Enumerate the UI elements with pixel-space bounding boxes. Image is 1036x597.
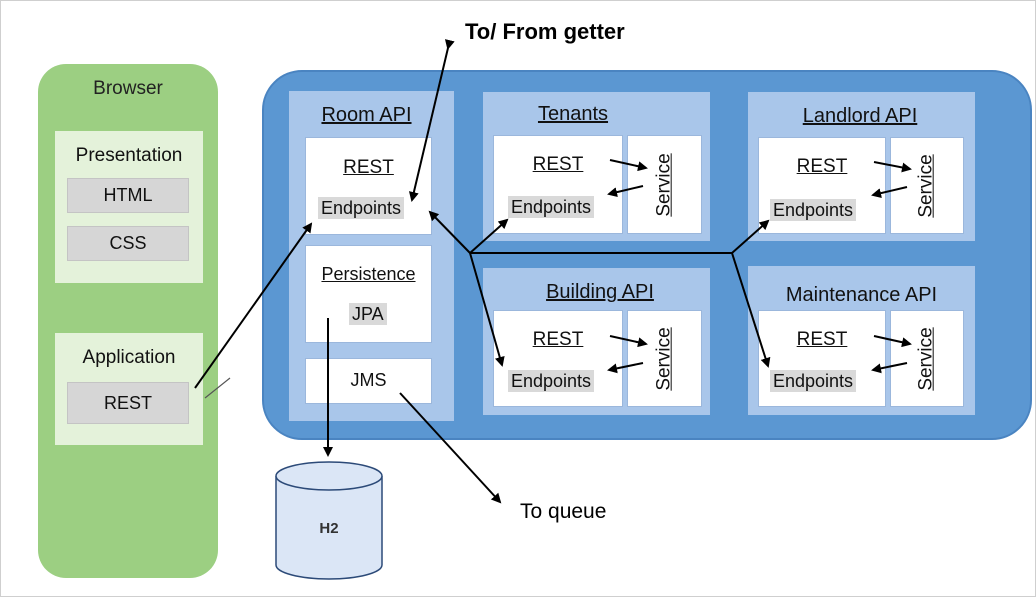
caption-queue: To queue	[520, 500, 607, 523]
building-service-box: Service	[627, 310, 702, 407]
tenants-title: Tenants	[537, 103, 609, 125]
jms-label: JMS	[350, 370, 387, 390]
arrow-browser-to-room	[194, 222, 313, 389]
persistence-box	[305, 245, 432, 343]
browser-title: Browser	[93, 78, 163, 99]
maintenance-endpoints: Endpoints	[770, 370, 857, 392]
service-arrows	[607, 159, 912, 374]
building-rest-label: REST	[532, 329, 584, 350]
landlord-endpoints: Endpoints	[770, 199, 857, 221]
arrow-getter	[408, 39, 455, 202]
arrow-jms-to-queue	[399, 392, 502, 504]
maintenance-rest-label: REST	[796, 329, 848, 350]
html-box: HTML	[67, 178, 189, 213]
tenants-rest-label: REST	[532, 154, 584, 175]
building-endpoints: Endpoints	[508, 370, 595, 392]
h2-label: H2	[319, 520, 339, 537]
tenants-endpoints: Endpoints	[508, 196, 595, 218]
h2-database	[275, 461, 383, 580]
app-link-line	[204, 377, 231, 399]
maintenance-title: Maintenance API	[785, 284, 938, 306]
room-api-title: Room API	[321, 104, 412, 126]
caption-getter: To/ From getter	[465, 19, 625, 44]
room-rest-label: REST	[343, 157, 394, 178]
css-box: CSS	[67, 226, 189, 261]
maintenance-service-box: Service	[890, 310, 964, 407]
hub-connectors	[428, 210, 771, 368]
jms-box	[305, 358, 432, 404]
landlord-service-box: Service	[890, 137, 964, 234]
presentation-title: Presentation	[75, 145, 183, 166]
landlord-title: Landlord API	[802, 105, 918, 127]
room-endpoints: Endpoints	[318, 197, 405, 219]
tenants-service-box: Service	[627, 135, 702, 234]
landlord-rest-label: REST	[796, 156, 848, 177]
application-title: Application	[82, 347, 176, 368]
jpa-label: JPA	[349, 303, 387, 325]
persistence-title: Persistence	[321, 264, 416, 284]
building-title: Building API	[546, 281, 654, 303]
app-rest-box: REST	[67, 382, 189, 424]
